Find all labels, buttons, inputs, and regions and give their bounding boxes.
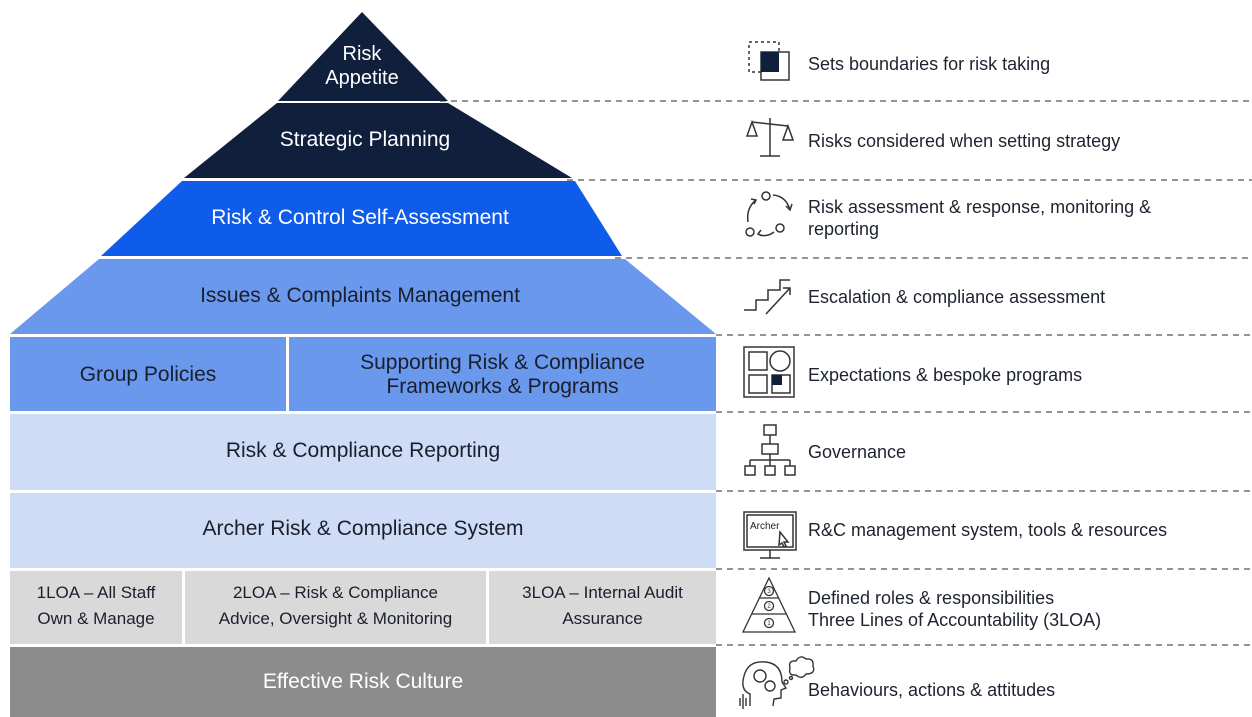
desc-expectations: Expectations & bespoke programs [808, 365, 1083, 385]
org-chart-icon [744, 424, 796, 476]
archer-screen-icon: Archer [743, 511, 797, 559]
desc-governance: Governance [808, 442, 907, 462]
issues-tier [10, 259, 716, 334]
group-policies-box [10, 337, 286, 411]
desc-assessment-line-2: reporting [808, 219, 880, 239]
level-1-number: 1 [767, 621, 771, 627]
desc-boundaries: Sets boundaries for risk taking [808, 54, 1051, 74]
desc-assessment-line-1: Risk assessment & response, monitoring & [808, 197, 1152, 217]
rcsa-tier [101, 181, 622, 256]
archer-screen-text: Archer [750, 521, 780, 532]
loa1-box [10, 571, 182, 644]
level-2-number: 2 [767, 604, 771, 610]
desc-strategy: Risks considered when setting strategy [808, 131, 1121, 151]
boundary-squares-icon [748, 41, 790, 81]
risk-appetite-line-2: Appetite [325, 67, 399, 89]
culture-tier [10, 647, 716, 717]
loa2-line-1: 2LOA – Risk & Compliance [232, 583, 439, 602]
desc-behaviours: Behaviours, actions & attitudes [808, 680, 1056, 700]
loa1-line-1: 1LOA – All Staff [36, 583, 156, 602]
archer-tier [10, 493, 716, 568]
archer-label: Archer Risk & Compliance System [202, 517, 524, 540]
desc-roles-line-2: Three Lines of Accountability (3LOA) [808, 610, 1102, 630]
supporting-box [289, 337, 716, 411]
risk-appetite-label: Risk Appetite [300, 36, 424, 96]
risk-appetite-line-1: Risk [342, 43, 382, 65]
rcsa-label: Risk & Control Self-Assessment [211, 206, 509, 229]
balance-scale-icon [745, 118, 795, 157]
loa1-label: 1LOA – All Staff Own & Manage [10, 578, 182, 634]
desc-system: R&C management system, tools & resources [808, 520, 1168, 540]
strategic-planning-label: Strategic Planning [279, 128, 451, 151]
loa3-box [489, 571, 716, 644]
reporting-label: Risk & Compliance Reporting [225, 439, 501, 462]
group-policies-label: Group Policies [79, 363, 217, 386]
loa3-line-1: 3LOA – Internal Audit [522, 583, 683, 602]
loa2-label: 2LOA – Risk & Compliance Advice, Oversig… [185, 578, 486, 634]
supporting-line-1: Supporting Risk & Compliance [360, 351, 645, 374]
strategic-planning-tier [184, 103, 572, 178]
accountability-pyramid-icon: 3 2 1 [741, 576, 797, 633]
programs-grid-icon [743, 346, 795, 398]
desc-assessment: Risk assessment & response, monitoring &… [808, 196, 1151, 240]
loa1-line-2: Own & Manage [37, 609, 155, 628]
desc-roles: Defined roles & responsibilities Three L… [808, 587, 1101, 631]
reporting-tier [10, 414, 716, 490]
escalation-steps-icon [744, 279, 791, 315]
thinking-head-icon [739, 656, 815, 709]
supporting-line-2: Frameworks & Programs [386, 375, 619, 398]
desc-escalation: Escalation & compliance assessment [808, 287, 1106, 307]
desc-roles-line-1: Defined roles & responsibilities [808, 588, 1055, 608]
loa2-line-2: Advice, Oversight & Monitoring [218, 609, 453, 628]
issues-label: Issues & Complaints Management [200, 284, 520, 307]
loa3-line-2: Assurance [562, 609, 643, 628]
loa2-box [185, 571, 486, 644]
level-3-number: 3 [767, 589, 771, 595]
culture-label: Effective Risk Culture [262, 670, 464, 693]
cycle-arrows-icon [745, 191, 793, 237]
risk-appetite-tier [278, 12, 448, 101]
row-separators [440, 100, 1252, 646]
loa3-label: 3LOA – Internal Audit Assurance [489, 578, 716, 634]
supporting-label: Supporting Risk & Compliance Frameworks … [289, 345, 716, 405]
